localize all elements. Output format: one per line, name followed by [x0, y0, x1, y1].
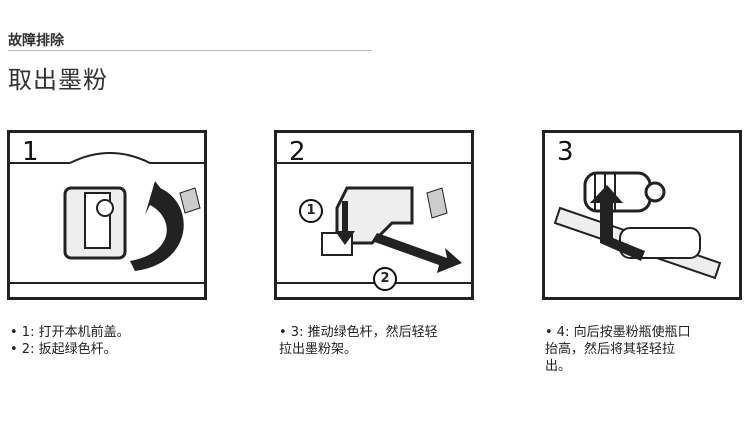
caption-step-4: • 4: 向后按墨粉瓶使瓶口 抬高，然后将其轻轻拉 出。 — [545, 324, 691, 375]
divider — [8, 50, 372, 51]
callout-2: 2 — [373, 267, 397, 291]
illustration-step-1: 1 — [7, 130, 207, 300]
caption-step-1-2: • 1: 打开本机前盖。 • 2: 扳起绿色杆。 — [10, 324, 130, 358]
caption-line: • 3: 推动绿色杆，然后轻轻 — [279, 325, 438, 340]
caption-line: • 2: 扳起绿色杆。 — [10, 342, 117, 357]
callout-1: 1 — [299, 199, 323, 223]
green-lever-illustration — [277, 162, 471, 284]
caption-step-3: • 3: 推动绿色杆，然后轻轻 拉出墨粉架。 — [279, 324, 438, 358]
step-number: 2 — [289, 137, 306, 167]
caption-line: 抬高，然后将其轻轻拉 — [545, 342, 676, 357]
page-title: 取出墨粉 — [8, 66, 108, 94]
caption-line: 拉出墨粉架。 — [279, 342, 358, 357]
step-number: 1 — [22, 137, 39, 167]
step-number: 3 — [557, 137, 574, 167]
machine-front-cover-illustration — [10, 152, 204, 284]
section-heading: 故障排除 — [8, 33, 64, 49]
illustration-step-2: 2 1 2 — [274, 130, 474, 300]
toner-bottle-illustration — [553, 171, 722, 280]
illustration-step-3: 3 — [542, 130, 742, 300]
caption-line: • 4: 向后按墨粉瓶使瓶口 — [545, 325, 691, 340]
caption-line: • 1: 打开本机前盖。 — [10, 325, 130, 340]
caption-line: 出。 — [545, 359, 572, 374]
